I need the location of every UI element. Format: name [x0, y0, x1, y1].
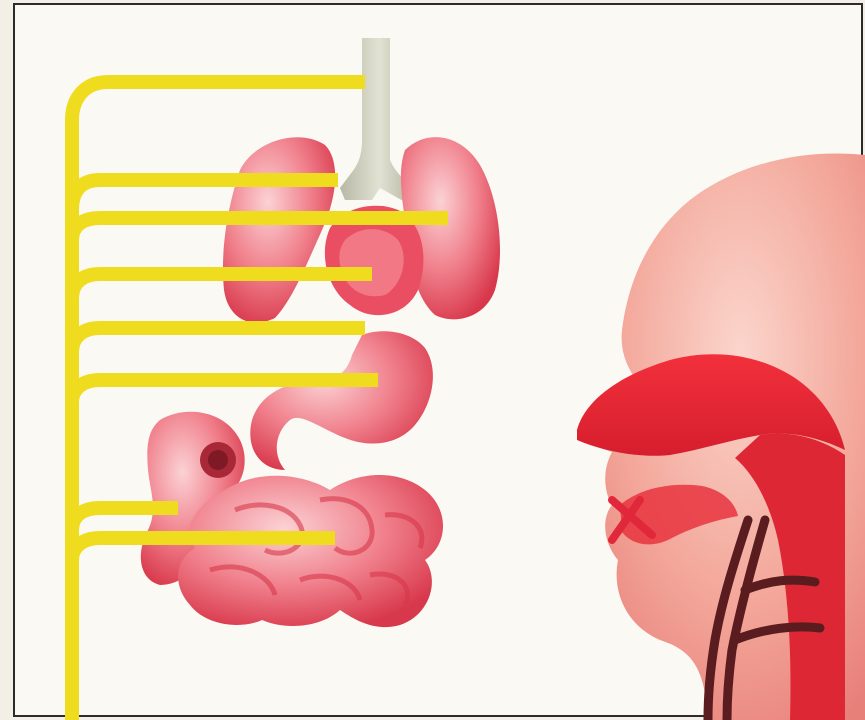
small-intestine — [178, 475, 443, 627]
